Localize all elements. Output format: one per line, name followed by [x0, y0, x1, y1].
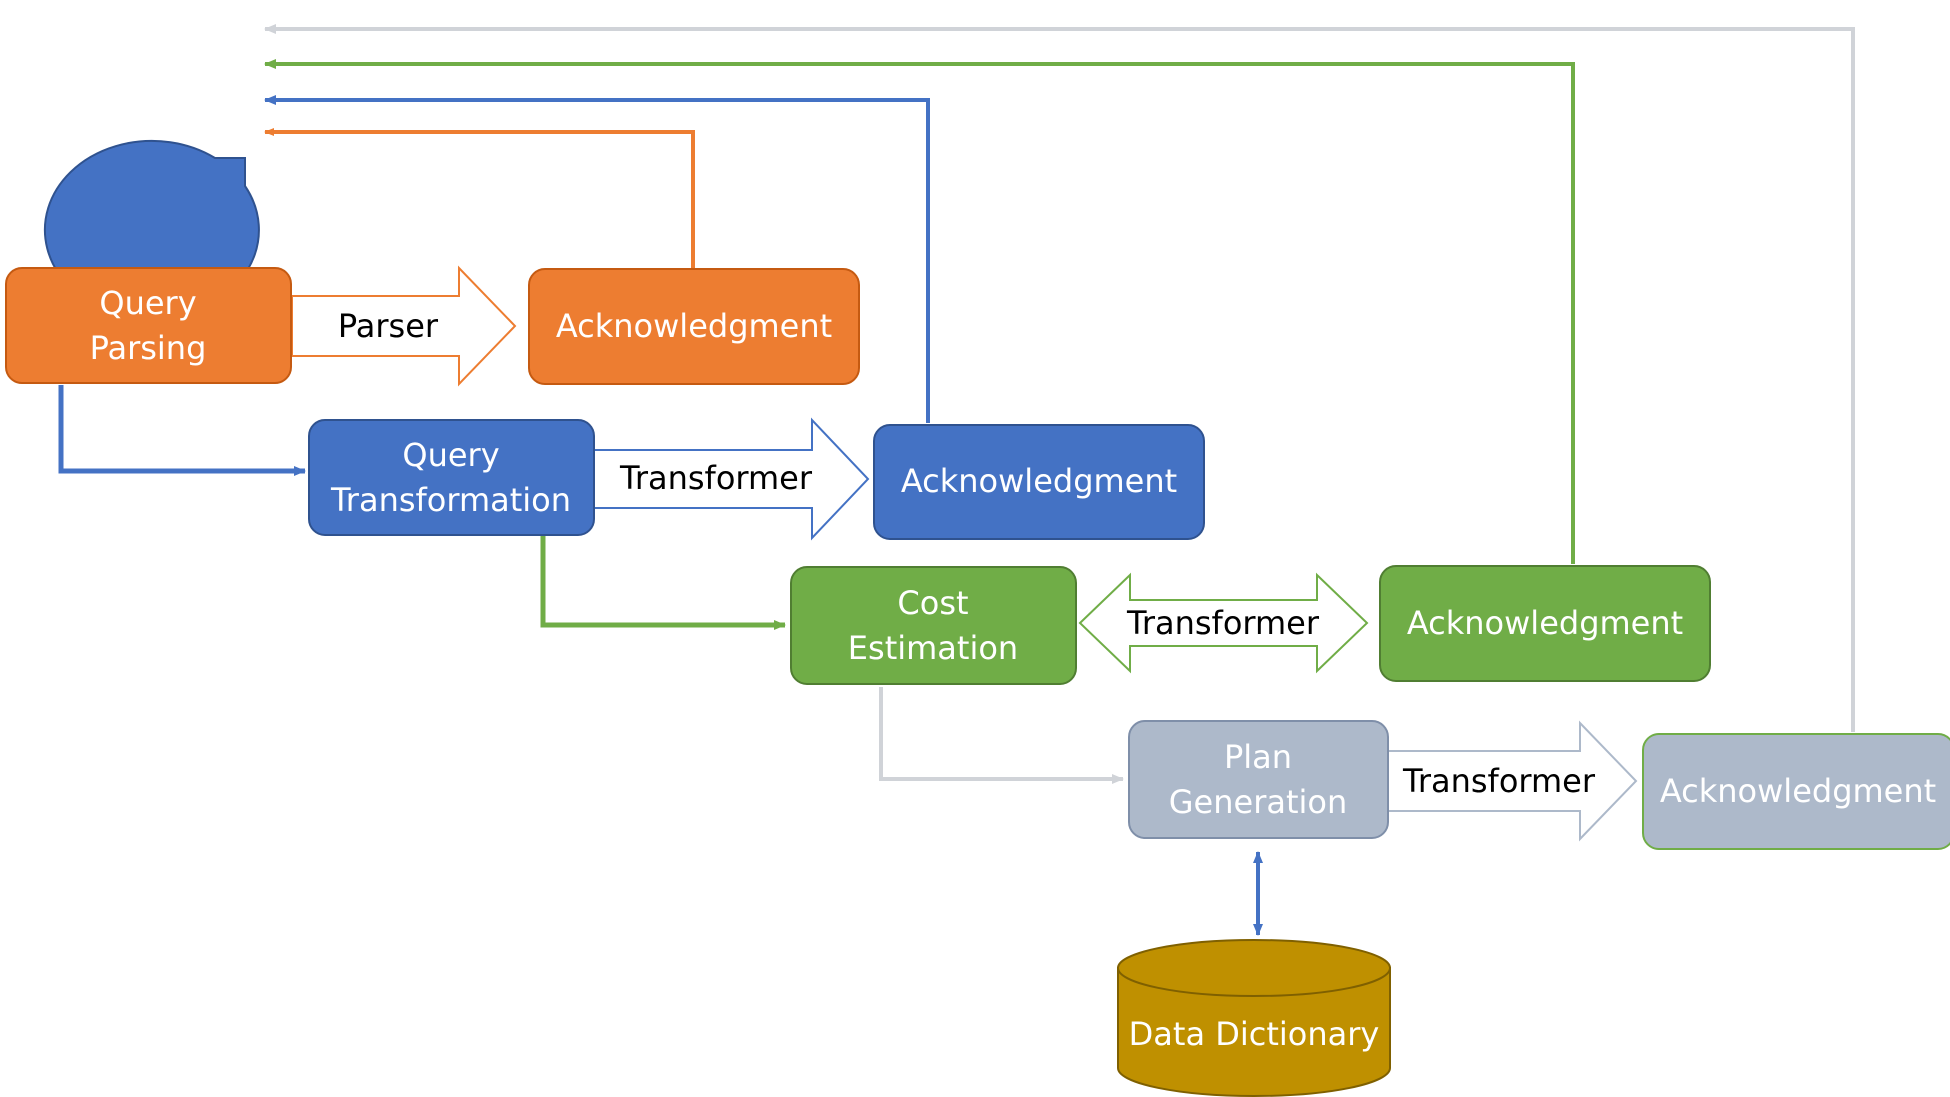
ack-gray-label: Acknowledgment [1660, 772, 1936, 810]
ack-box-gray: Acknowledgment [1642, 733, 1950, 850]
stage-query-transformation: Query Transformation [308, 419, 595, 536]
stage-query-transformation-line1: Query [402, 436, 499, 474]
parser-arrow [291, 265, 517, 387]
ack-blue-label: Acknowledgment [901, 462, 1177, 500]
stage-plan-generation: Plan Generation [1128, 720, 1389, 839]
stage-plan-generation-line2: Generation [1169, 783, 1348, 821]
stage-query-parsing: Query Parsing [5, 267, 292, 384]
stage-cost-estimation-line1: Cost [897, 584, 968, 622]
transformer-arrow-3-label: Transformer [1402, 762, 1596, 800]
stage-query-transformation-line2: Transformation [330, 481, 571, 519]
ack-box-green: Acknowledgment [1379, 565, 1711, 682]
feedback-line-green [264, 59, 1575, 564]
feedback-line-orange [264, 128, 695, 268]
ack-orange-label: Acknowledgment [556, 307, 832, 345]
ack-box-blue: Acknowledgment [873, 424, 1205, 540]
transformer-arrow-2-label: Transformer [1126, 604, 1320, 642]
stage-plan-generation-line1: Plan [1224, 738, 1292, 776]
connector-transformation-to-cost [540, 536, 786, 630]
feedback-line-blue [264, 95, 930, 423]
stage-cost-estimation: Cost Estimation [790, 566, 1077, 685]
connector-parsing-to-transformation [58, 385, 306, 476]
connector-cost-to-plan [879, 687, 1124, 784]
stage-query-parsing-line1: Query [99, 284, 196, 322]
data-dictionary-cylinder: Data Dictionary [1117, 939, 1391, 1097]
transformer-arrow-3 [1387, 720, 1638, 842]
feedback-line-gray [264, 24, 1855, 732]
transformer-arrow-2 [1078, 572, 1369, 674]
stage-query-parsing-line2: Parsing [90, 329, 207, 367]
stage-cost-estimation-line2: Estimation [848, 629, 1018, 667]
ack-box-orange: Acknowledgment [528, 268, 860, 385]
data-dictionary-label: Data Dictionary [1129, 1015, 1380, 1053]
parser-arrow-label: Parser [338, 307, 439, 345]
query-label: Query [88, 76, 185, 114]
transformer-arrow-1-label: Transformer [619, 459, 813, 497]
ack-green-label: Acknowledgment [1407, 604, 1683, 642]
transformer-arrow-1 [593, 417, 870, 541]
